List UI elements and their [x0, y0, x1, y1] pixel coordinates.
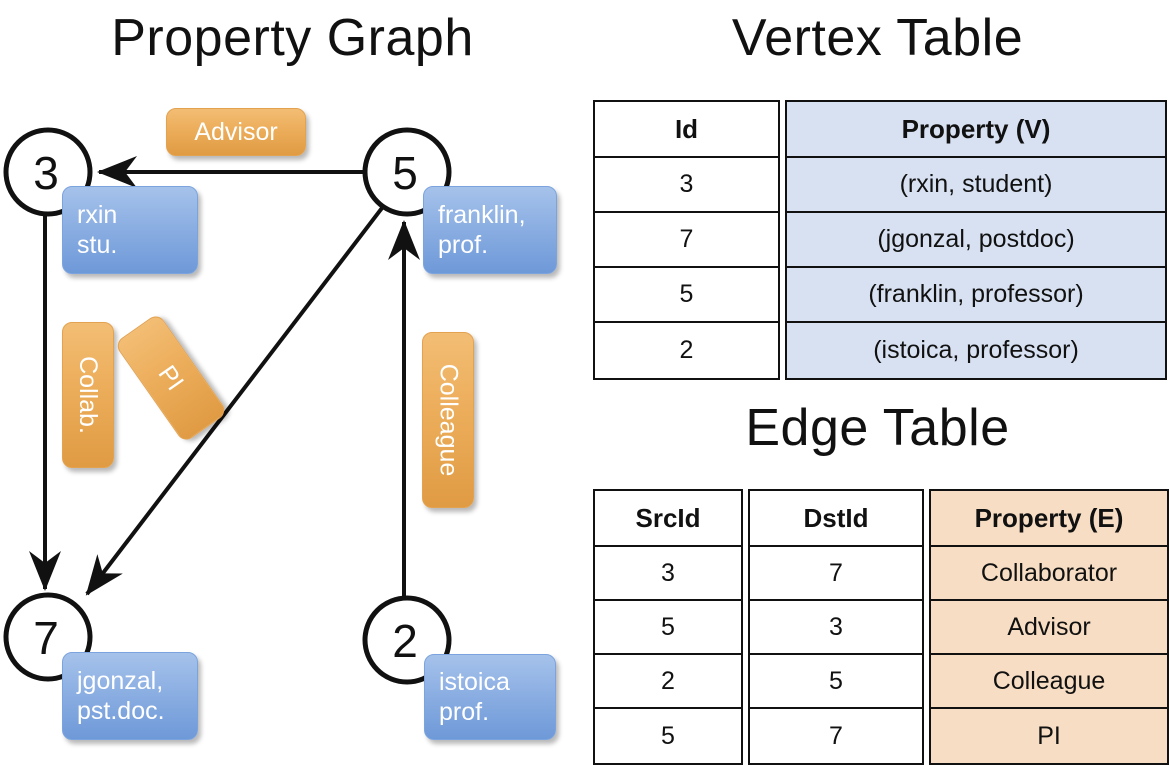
edge-label-advisor-text: Advisor	[194, 118, 278, 146]
vertex-table-column-id: Id 3 7 5 2	[593, 100, 780, 380]
vertex-property-box-7-text: jgonzal, pst.doc.	[77, 667, 165, 725]
table-row: 7	[750, 709, 922, 763]
vertex-table: Id 3 7 5 2 Property (V) (rxin, student) …	[593, 100, 1167, 380]
edge-table-header-srcid: SrcId	[595, 491, 741, 547]
page-title-edge-table: Edge Table	[745, 399, 1010, 457]
edge-label-box-advisor: Advisor	[166, 108, 306, 156]
table-row: PI	[931, 709, 1167, 763]
table-row: Collaborator	[931, 547, 1167, 601]
table-row: (istoica, professor)	[787, 323, 1165, 378]
edge-label-colleague-text: Colleague	[434, 363, 462, 477]
vertex-property-box-3: rxin stu.	[62, 186, 198, 274]
edge-table-header-dstid: DstId	[750, 491, 922, 547]
graph-node-5-label: 5	[392, 147, 418, 199]
vertex-table-header-id: Id	[595, 102, 778, 158]
edge-label-collab-text: Collab.	[74, 356, 103, 434]
vertex-property-box-5: franklin, prof.	[423, 186, 557, 274]
table-row: Advisor	[931, 601, 1167, 655]
table-row: 7	[750, 547, 922, 601]
vertex-property-box-2: istoica prof.	[424, 654, 556, 740]
graph-node-2-label: 2	[392, 615, 418, 667]
graph-node-3-label: 3	[33, 147, 59, 199]
page-title-property-graph: Property Graph	[111, 9, 474, 67]
table-row: (franklin, professor)	[787, 268, 1165, 323]
vertex-property-box-7: jgonzal, pst.doc.	[62, 652, 198, 740]
vertex-table-column-property: Property (V) (rxin, student) (jgonzal, p…	[785, 100, 1167, 380]
table-row: (rxin, student)	[787, 158, 1165, 213]
table-row: 2	[595, 655, 741, 709]
table-row: 5	[750, 655, 922, 709]
edge-table-header-property: Property (E)	[931, 491, 1167, 547]
edge-label-box-collab: Collab.	[62, 322, 114, 468]
property-graph-diagram: 3 5 7 2	[3, 127, 452, 685]
edge-table-column-property: Property (E) Collaborator Advisor Collea…	[929, 489, 1169, 765]
edge-label-box-colleague: Colleague	[422, 332, 474, 508]
table-row: (jgonzal, postdoc)	[787, 213, 1165, 268]
vertex-table-header-property: Property (V)	[787, 102, 1165, 158]
edge-5-to-7	[85, 206, 384, 596]
page-title-vertex-table: Vertex Table	[731, 9, 1024, 67]
edge-table-column-dstid: DstId 7 3 5 7	[748, 489, 924, 765]
vertex-property-box-5-text: franklin, prof.	[438, 201, 526, 259]
table-row: 3	[750, 601, 922, 655]
table-row: 5	[595, 268, 778, 323]
edge-label-pi-text: PI	[152, 360, 190, 396]
table-row: 5	[595, 601, 741, 655]
table-row: 5	[595, 709, 741, 763]
edge-table: SrcId 3 5 2 5 DstId 7 3 5 7 Property (E)…	[593, 489, 1169, 765]
edge-table-column-srcid: SrcId 3 5 2 5	[593, 489, 743, 765]
graph-node-7-label: 7	[33, 612, 59, 664]
table-row: 3	[595, 158, 778, 213]
table-row: Colleague	[931, 655, 1167, 709]
vertex-property-box-2-text: istoica prof.	[439, 668, 510, 726]
vertex-property-box-3-text: rxin stu.	[77, 201, 118, 259]
table-row: 2	[595, 323, 778, 378]
table-row: 7	[595, 213, 778, 268]
table-row: 3	[595, 547, 741, 601]
